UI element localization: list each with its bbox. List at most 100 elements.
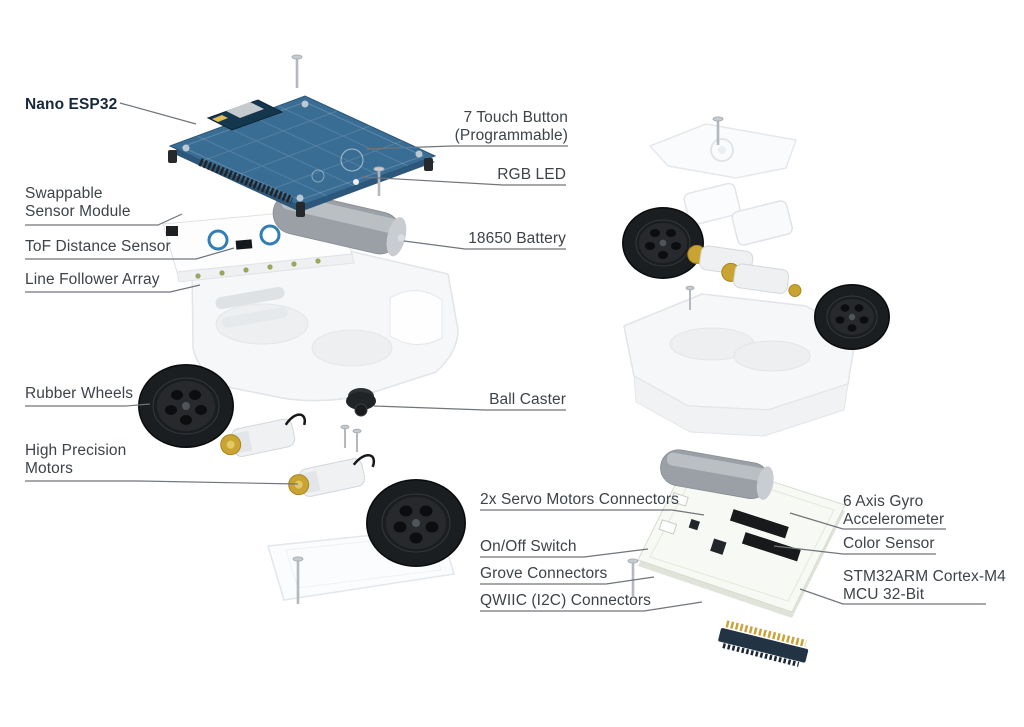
main-controller-board bbox=[637, 449, 846, 618]
label-rgb-led: RGB LED bbox=[408, 166, 566, 184]
label-line: ToF Distance Sensor bbox=[25, 238, 171, 255]
color-sensor-chip bbox=[688, 518, 700, 531]
leader-gyro-accelerometer bbox=[789, 512, 946, 530]
label-line: (Programmable) bbox=[454, 126, 568, 144]
chassis-upper-body bbox=[191, 239, 459, 402]
label-line: 2x Servo Motors Connectors bbox=[480, 491, 680, 508]
label-touch-button: 7 Touch Button (Programmable) bbox=[408, 109, 568, 144]
nano-esp32-board bbox=[206, 99, 284, 131]
label-line: Motors bbox=[25, 459, 73, 477]
rubber-wheel-rear-left bbox=[622, 207, 704, 279]
touch-button-pad bbox=[340, 148, 364, 172]
leader-18650-battery bbox=[403, 240, 566, 250]
gear-motor-2 bbox=[721, 262, 802, 298]
label-line: Grove Connectors bbox=[480, 565, 608, 582]
label-line-follower-array: Line Follower Array bbox=[25, 271, 160, 289]
screw bbox=[340, 424, 350, 448]
label-gyro-accelerometer: 6 Axis Gyro Accelerometer bbox=[843, 493, 944, 528]
label-color-sensor: Color Sensor bbox=[843, 535, 935, 553]
label-rubber-wheels: Rubber Wheels bbox=[25, 385, 133, 403]
standoff-foot bbox=[296, 202, 305, 217]
pin-header bbox=[741, 532, 801, 562]
standoff-foot bbox=[168, 150, 177, 163]
leader-lines bbox=[25, 102, 986, 612]
leader-line-follower-array bbox=[25, 284, 201, 293]
servo-connector bbox=[670, 492, 689, 507]
rubber-wheel-rear-right bbox=[814, 284, 890, 350]
esp32-header-connector bbox=[718, 620, 809, 667]
leader-high-precision-motors bbox=[25, 480, 299, 485]
label-line: On/Off Switch bbox=[480, 538, 577, 555]
label-line: Ball Caster bbox=[489, 391, 566, 408]
label-line: RGB LED bbox=[497, 166, 566, 183]
module-connector bbox=[166, 226, 178, 236]
leader-rubber-wheels bbox=[25, 403, 151, 407]
sensor-window-left bbox=[207, 229, 229, 251]
label-qwiic-connectors: QWIIC (I2C) Connectors bbox=[480, 592, 651, 610]
label-line: 7 Touch Button bbox=[463, 109, 568, 126]
rgb-led bbox=[353, 179, 359, 185]
label-on-off-switch: On/Off Switch bbox=[480, 538, 577, 556]
battery-on-board bbox=[660, 449, 774, 500]
leader-swappable-sensor-module bbox=[25, 213, 183, 226]
right-exploded-assembly bbox=[622, 116, 890, 667]
touch-button-pad bbox=[311, 169, 325, 183]
label-18650-battery: 18650 Battery bbox=[408, 230, 566, 248]
label-line: MCU 32-Bit bbox=[843, 585, 925, 603]
left-exploded-assembly bbox=[138, 54, 466, 604]
label-line: Line Follower Array bbox=[25, 271, 160, 288]
label-grove-connectors: Grove Connectors bbox=[480, 565, 607, 583]
motor-wire bbox=[352, 454, 376, 468]
leader-on-off-switch bbox=[480, 548, 649, 558]
label-line: QWIIC (I2C) Connectors bbox=[480, 592, 652, 609]
chassis-lower-body bbox=[623, 293, 857, 437]
screw bbox=[352, 428, 362, 452]
label-line: Accelerometer bbox=[843, 510, 945, 528]
label-line: Sensor Module bbox=[25, 202, 131, 220]
screw bbox=[373, 166, 385, 196]
rubber-wheel-right bbox=[366, 479, 466, 567]
mcu-chip bbox=[710, 538, 727, 555]
label-high-precision-motors: High Precision Motors bbox=[25, 442, 126, 477]
label-line: Swappable bbox=[25, 185, 103, 202]
label-servo-connectors: 2x Servo Motors Connectors bbox=[480, 491, 679, 509]
label-line: High Precision bbox=[25, 442, 127, 459]
leader-grove-connectors bbox=[480, 576, 655, 585]
leader-ball-caster bbox=[373, 405, 566, 411]
leader-servo-connectors bbox=[480, 509, 705, 516]
pcb-grid bbox=[196, 105, 409, 197]
label-line: STM32ARM Cortex-M4 bbox=[843, 568, 1006, 585]
high-precision-motor-2 bbox=[288, 454, 376, 497]
leader-qwiic-connectors bbox=[480, 601, 703, 612]
screw bbox=[292, 556, 304, 604]
line-follower-sensors bbox=[195, 258, 321, 279]
label-line: Nano ESP32 bbox=[25, 96, 118, 113]
leader-touch-button bbox=[365, 145, 568, 150]
leader-stm32-mcu bbox=[799, 588, 986, 605]
label-swappable-sensor-module: Swappable Sensor Module bbox=[25, 185, 131, 220]
leader-rgb-led bbox=[361, 176, 566, 186]
high-precision-motor-1 bbox=[220, 413, 307, 457]
label-nano-esp32: Nano ESP32 bbox=[25, 96, 117, 114]
pin-header bbox=[729, 509, 789, 539]
sensor-window-right bbox=[259, 224, 281, 246]
top-cover bbox=[649, 123, 797, 179]
grove-connector bbox=[658, 519, 678, 535]
ball-caster bbox=[346, 388, 376, 417]
screw bbox=[712, 116, 724, 145]
standoff-foot bbox=[424, 158, 433, 171]
label-stm32-mcu: STM32ARM Cortex-M4 MCU 32-Bit bbox=[843, 568, 1006, 603]
label-line: 6 Axis Gyro bbox=[843, 493, 924, 510]
screw bbox=[291, 54, 303, 88]
screw bbox=[685, 285, 695, 310]
header-pin-row bbox=[198, 158, 294, 204]
screw bbox=[627, 558, 639, 596]
motor-mount-right bbox=[731, 200, 793, 246]
label-ball-caster: Ball Caster bbox=[408, 391, 566, 409]
label-line: 18650 Battery bbox=[468, 230, 566, 247]
rubber-wheel-left bbox=[138, 364, 234, 448]
label-tof-distance-sensor: ToF Distance Sensor bbox=[25, 238, 171, 256]
screws-left bbox=[291, 54, 385, 604]
